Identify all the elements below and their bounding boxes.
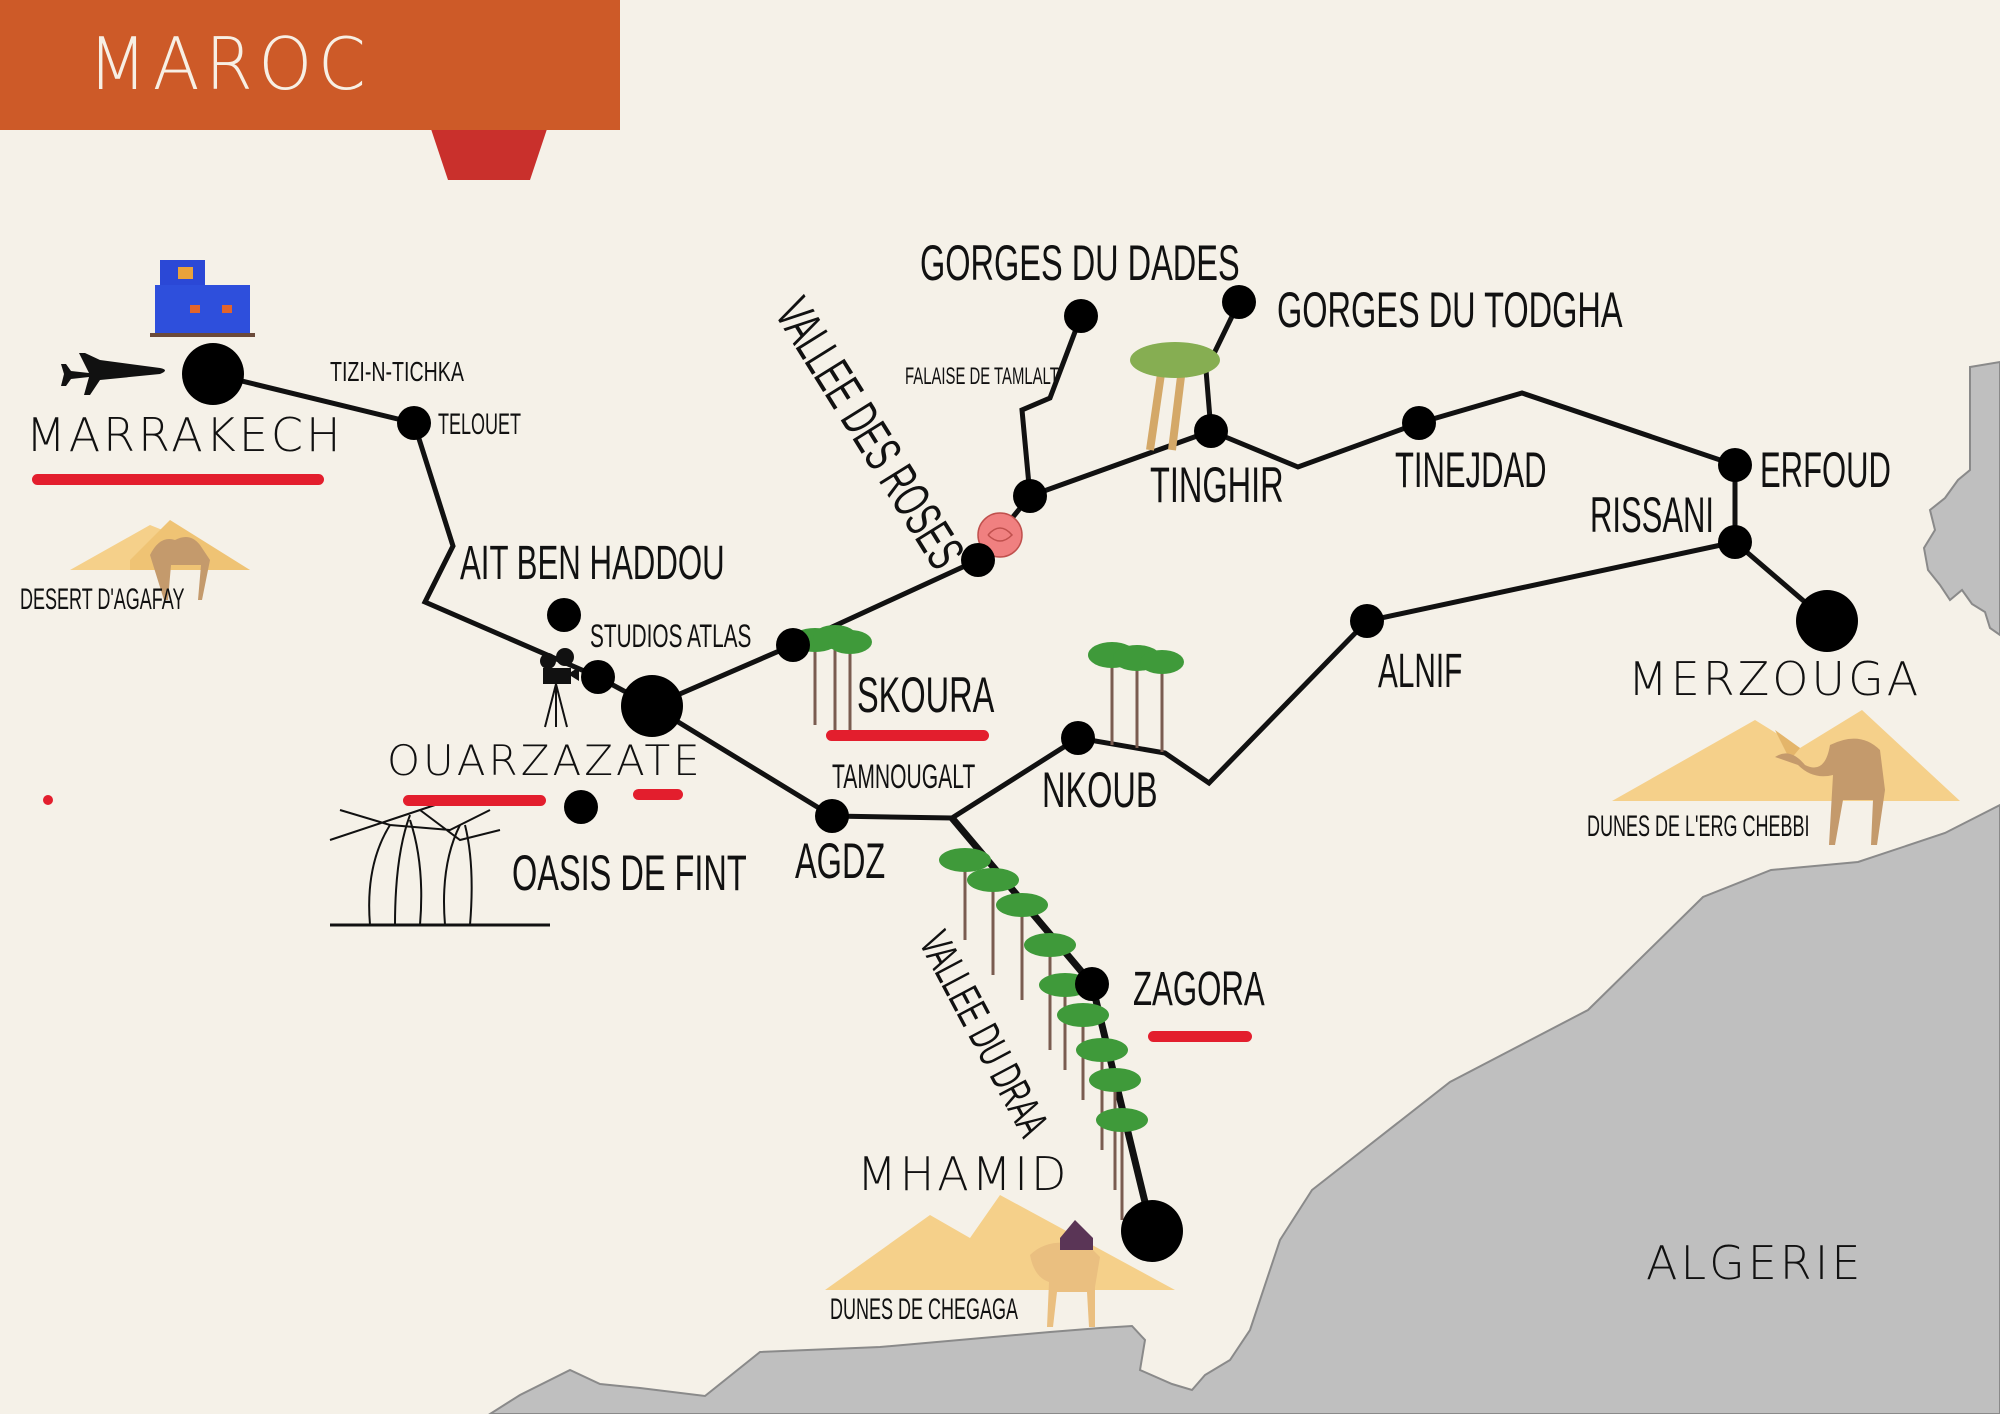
label-erfoud: ERFOUD bbox=[1760, 442, 1891, 498]
route-ouarzazate-agdz bbox=[650, 539, 1736, 821]
stop-rissani bbox=[1718, 525, 1752, 559]
movie-camera-icon bbox=[540, 648, 579, 728]
stop-alnif bbox=[1350, 604, 1384, 638]
chegaga-dune-icon bbox=[825, 1195, 1175, 1327]
stop-ouarzazate bbox=[621, 675, 683, 737]
underline-ouarzazate-1 bbox=[403, 795, 546, 806]
stop-todgha bbox=[1222, 285, 1256, 319]
label-telouet: TELOUET bbox=[438, 408, 522, 441]
label-nkoub: NKOUB bbox=[1042, 762, 1158, 818]
label-studios-atlas: STUDIOS ATLAS bbox=[590, 618, 752, 654]
label-dunes-chegaga: DUNES DE CHEGAGA bbox=[830, 1293, 1019, 1326]
stop-zagora bbox=[1075, 967, 1109, 1001]
label-zagora: ZAGORA bbox=[1133, 963, 1265, 1016]
stop-tamlalt bbox=[1013, 479, 1047, 513]
underline-zagora bbox=[1148, 1031, 1252, 1042]
airplane-icon bbox=[61, 353, 165, 395]
stop-oasis-fint bbox=[564, 790, 598, 824]
label-tizi-n-tichka: TIZI-N-TICHKA bbox=[330, 356, 464, 387]
stop-dades bbox=[1064, 299, 1098, 333]
label-gorges-du-dades: GORGES DU DADES bbox=[920, 235, 1240, 291]
rose-icon bbox=[977, 512, 1023, 558]
stop-tinghir bbox=[1194, 414, 1228, 448]
label-ait-ben-haddou: AIT BEN HADDOU bbox=[460, 537, 725, 590]
label-marrakech: MARRAKECH bbox=[26, 408, 344, 462]
label-oasis-de-fint: OASIS DE FINT bbox=[512, 845, 747, 901]
stop-mhamid bbox=[1121, 1200, 1183, 1262]
label-falaise-de-tamlalt: FALAISE DE TAMLALT bbox=[905, 363, 1059, 390]
stop-skoura bbox=[776, 628, 810, 662]
stop-telouet bbox=[397, 406, 431, 440]
label-merzouga: MERZOUGA bbox=[1628, 652, 1922, 706]
label-agdz: AGDZ bbox=[795, 833, 886, 889]
oasis-palms-icon bbox=[329, 799, 550, 927]
stop-erfoud bbox=[1718, 448, 1752, 482]
underline-skoura bbox=[826, 730, 989, 741]
stop-marrakech bbox=[182, 343, 244, 405]
label-ouarzazate: OUARZAZATE bbox=[387, 736, 703, 785]
label-tamnougalt: TAMNOUGALT bbox=[832, 758, 976, 796]
stop-studios-atlas bbox=[581, 660, 615, 694]
label-skoura: SKOURA bbox=[857, 667, 995, 723]
label-tinghir: TINGHIR bbox=[1150, 457, 1284, 513]
stop-tinejdad bbox=[1402, 406, 1436, 440]
agafay-dune-icon bbox=[70, 520, 250, 600]
label-gorges-du-todgha: GORGES DU TODGHA bbox=[1277, 282, 1623, 338]
underline-marrakech bbox=[32, 474, 324, 485]
stop-nkoub bbox=[1061, 721, 1095, 755]
label-dunes-erg-chebbi: DUNES DE L'ERG CHEBBI bbox=[1587, 810, 1810, 843]
stop-ait-ben-haddou bbox=[547, 598, 581, 632]
label-algerie: ALGERIE bbox=[1646, 1236, 1864, 1290]
label-mhamid: MHAMID bbox=[857, 1147, 1070, 1201]
label-tinejdad: TINEJDAD bbox=[1395, 442, 1547, 498]
erg-chebbi-dune-icon bbox=[1612, 710, 1960, 845]
route-dades bbox=[1019, 315, 1084, 497]
blue-house-icon bbox=[150, 260, 255, 337]
underline-ouarzazate-2 bbox=[633, 789, 683, 800]
route-stops bbox=[182, 285, 1858, 1262]
stop-roses bbox=[961, 543, 995, 577]
label-alnif: ALNIF bbox=[1378, 645, 1463, 698]
title-banner: MAROC bbox=[0, 0, 620, 130]
algeria-land bbox=[488, 360, 2000, 1414]
stop-agdz bbox=[815, 799, 849, 833]
stop-merzouga bbox=[1796, 590, 1858, 652]
label-desert-agafay: DESERT D'AGAFAY bbox=[20, 583, 185, 616]
label-rissani: RISSANI bbox=[1590, 487, 1715, 543]
page-title: MAROC bbox=[88, 22, 372, 106]
red-dot-marker bbox=[43, 795, 53, 805]
palm-leaves bbox=[791, 342, 1220, 674]
